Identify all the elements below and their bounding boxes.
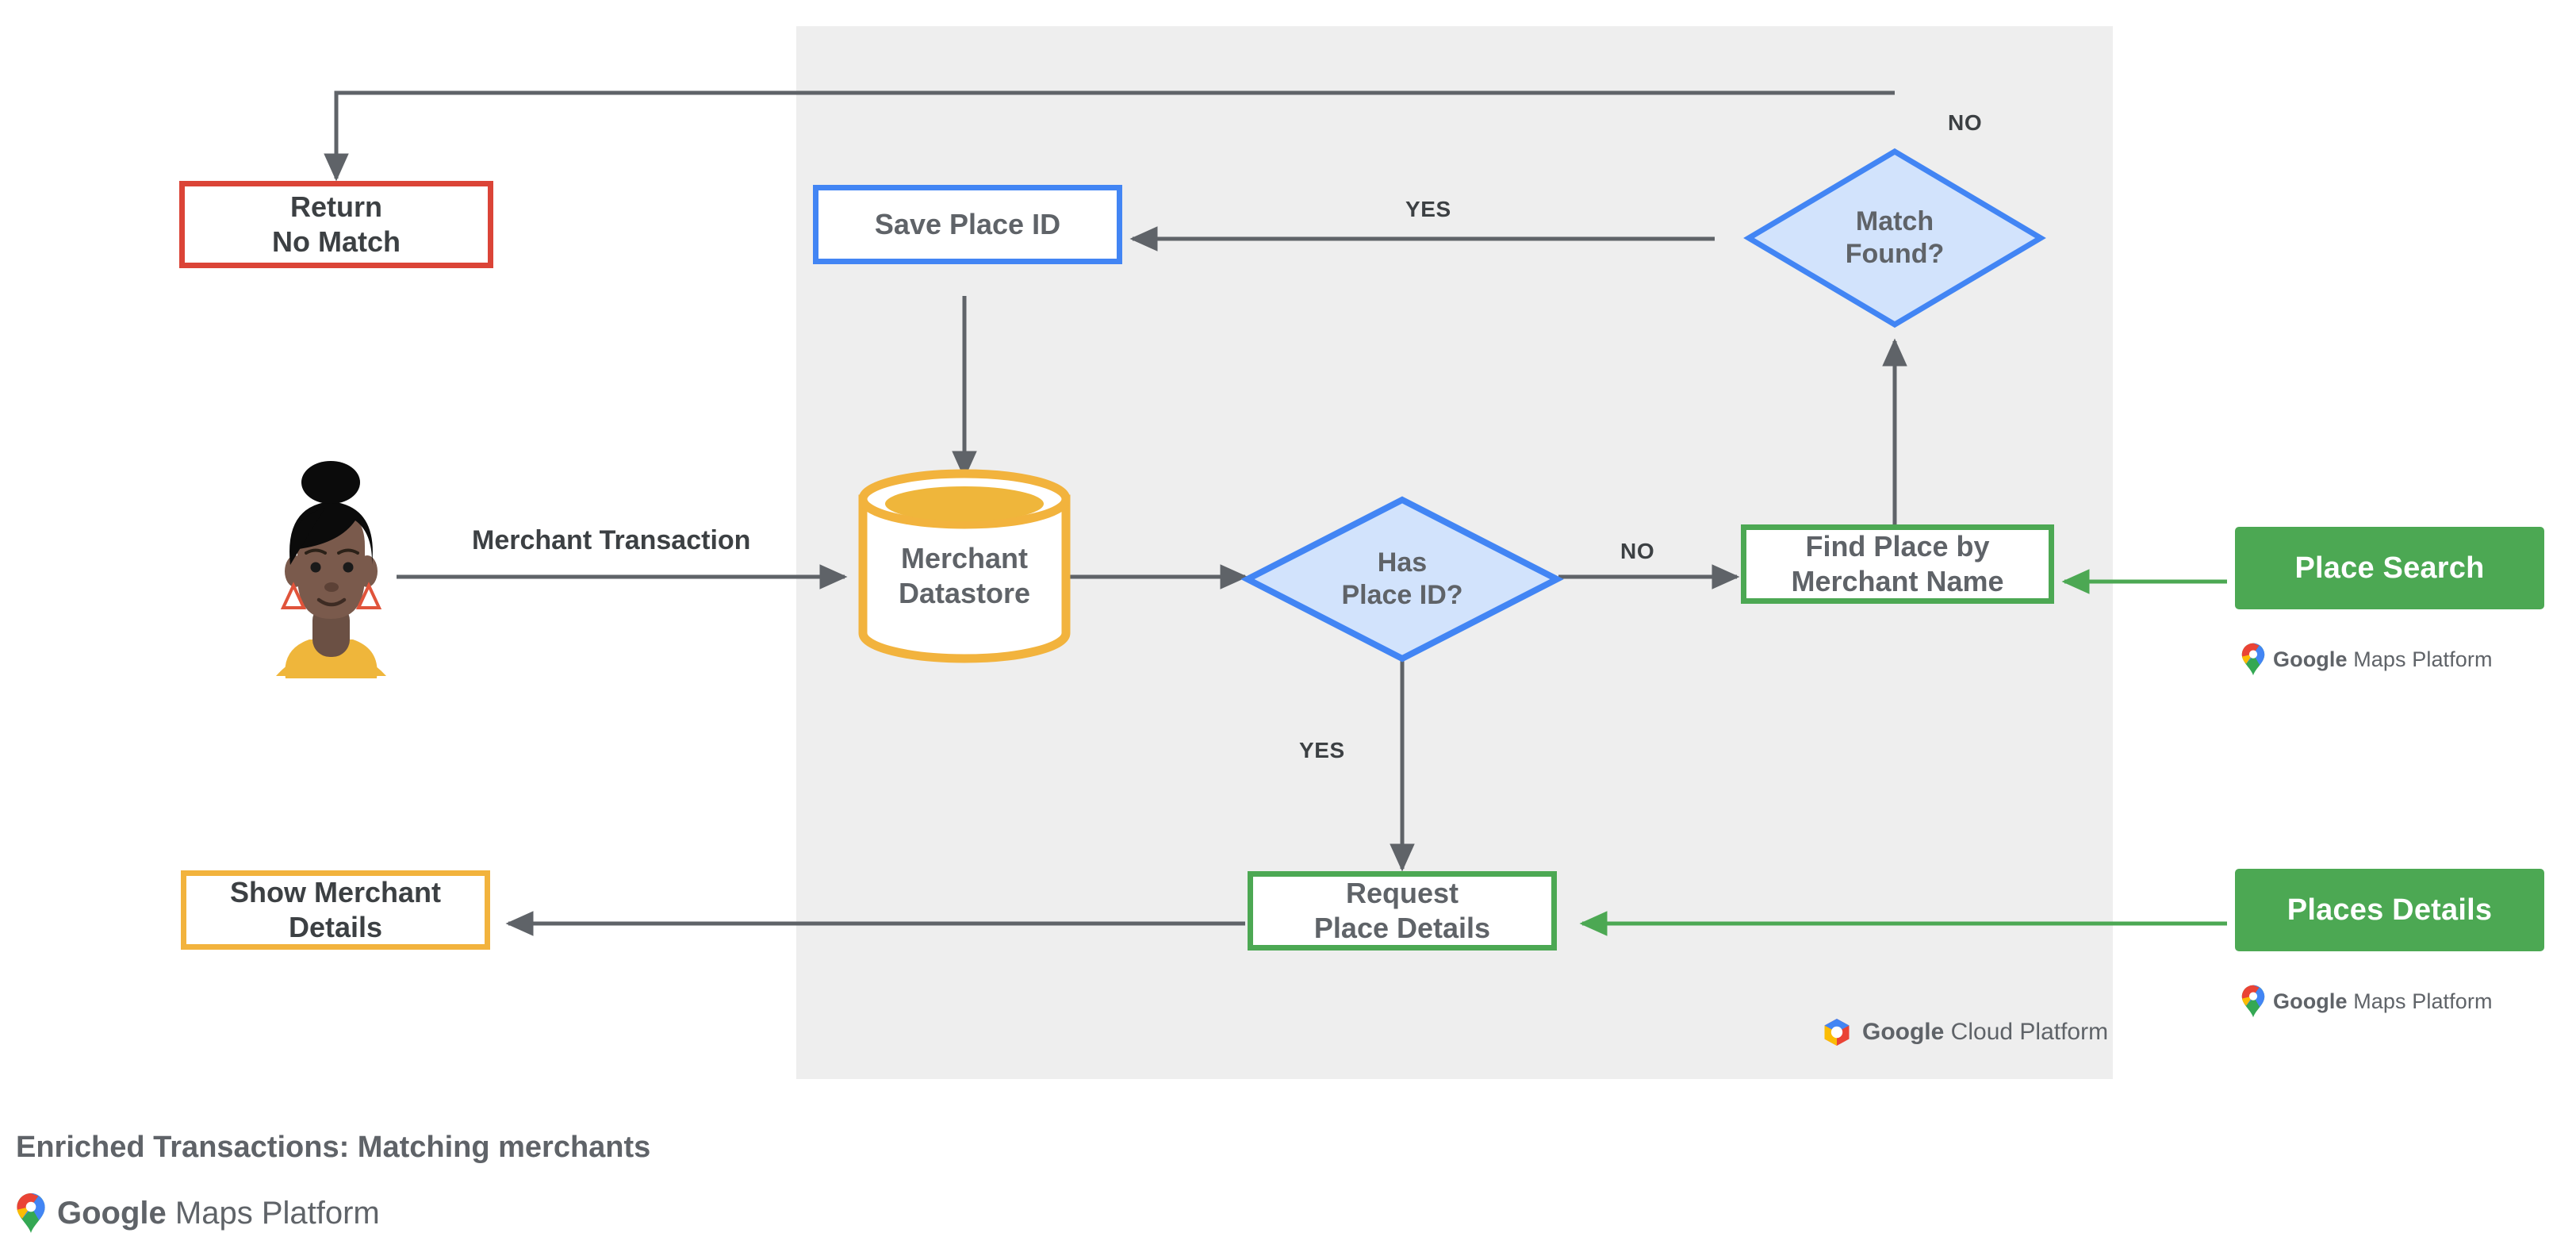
maps-platform-wordmark: Google Maps Platform (2273, 647, 2493, 671)
lockup-maps-platform-places-details: Google Maps Platform (2241, 985, 2493, 1018)
node-has-place-id[interactable]: Has Place ID? (1240, 496, 1564, 662)
node-request-place-details-label: Request Place Details (1313, 877, 1491, 944)
chip-place-search[interactable]: Place Search (2235, 527, 2544, 609)
node-save-place-id[interactable]: Save Place ID (813, 185, 1122, 264)
chip-places-details[interactable]: Places Details (2235, 869, 2544, 951)
lockup-maps-platform-footer: Google Maps Platform (16, 1192, 380, 1234)
node-return-no-match[interactable]: Return No Match (179, 181, 493, 268)
edge-label-match-found-yes: YES (1405, 197, 1451, 221)
chip-place-search-label: Place Search (2294, 551, 2485, 585)
node-return-no-match-label: Return No Match (272, 190, 401, 258)
maps-platform-wordmark: Google Maps Platform (57, 1195, 380, 1231)
google-maps-pin-icon (2241, 985, 2265, 1018)
node-find-place-by-merchant-name[interactable]: Find Place by Merchant Name (1741, 524, 2054, 604)
database-cylinder-icon (858, 469, 1071, 663)
node-show-merchant-details-label: Show Merchant Details (229, 876, 442, 943)
diamond-shape (1743, 148, 2046, 328)
lockup-google-cloud-platform: Google Cloud Platform (1821, 1017, 2108, 1047)
lockup-maps-platform-place-search: Google Maps Platform (2241, 643, 2493, 676)
node-merchant-datastore[interactable]: Merchant Datastore (858, 469, 1071, 663)
google-cloud-platform-wordmark: Google Cloud Platform (1862, 1019, 2109, 1045)
maps-platform-wordmark: Google Maps Platform (2273, 989, 2493, 1013)
google-maps-pin-icon (2241, 643, 2265, 676)
node-request-place-details[interactable]: Request Place Details (1248, 871, 1557, 951)
google-maps-pin-icon (17, 1192, 45, 1234)
node-match-found[interactable]: Match Found? (1743, 147, 2046, 329)
user-avatar-icon (262, 460, 401, 678)
edge-label-has-place-id-yes: YES (1299, 738, 1345, 762)
page-title: Enriched Transactions: Matching merchant… (16, 1131, 651, 1164)
node-show-merchant-details[interactable]: Show Merchant Details (181, 870, 490, 950)
edge-label-has-place-id-no: NO (1620, 539, 1655, 563)
node-save-place-id-label: Save Place ID (874, 208, 1061, 241)
edge-label-merchant-transaction: Merchant Transaction (472, 525, 751, 555)
google-cloud-hexagon-icon (1824, 1019, 1850, 1046)
diamond-shape (1240, 496, 1564, 662)
chip-places-details-label: Places Details (2287, 893, 2493, 927)
node-find-place-by-merchant-name-label: Find Place by Merchant Name (1791, 530, 2004, 597)
edge-label-match-found-no: NO (1948, 110, 1983, 135)
